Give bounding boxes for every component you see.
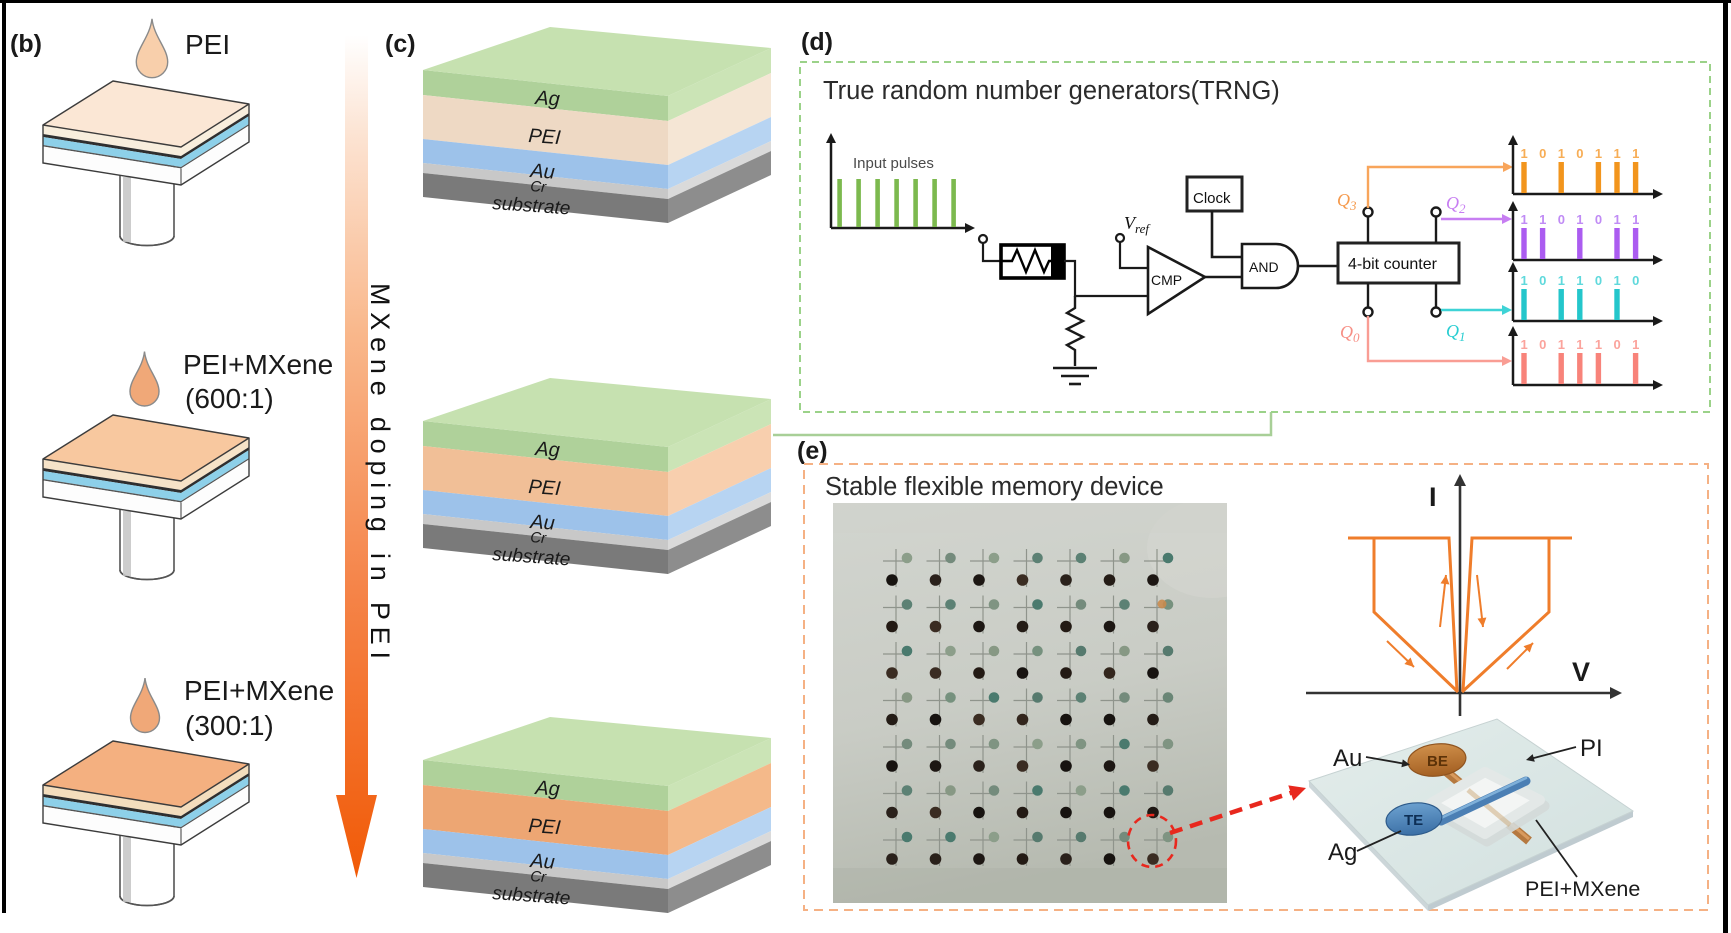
- svg-text:0: 0: [1558, 212, 1565, 227]
- svg-text:1: 1: [1521, 212, 1528, 227]
- svg-text:PEI: PEI: [528, 815, 562, 839]
- svg-text:Au: Au: [529, 160, 556, 184]
- svg-text:Q0: Q0: [1340, 322, 1360, 345]
- svg-text:1: 1: [1632, 146, 1639, 161]
- svg-text:Au: Au: [529, 850, 556, 874]
- svg-text:PEI: PEI: [185, 29, 230, 60]
- svg-text:0: 0: [1595, 212, 1602, 227]
- svg-text:1: 1: [1614, 273, 1621, 288]
- svg-text:(300:1): (300:1): [185, 710, 274, 741]
- svg-text:PEI+MXene: PEI+MXene: [183, 349, 333, 380]
- svg-text:(d): (d): [801, 28, 833, 56]
- svg-text:Ag: Ag: [534, 438, 561, 462]
- svg-text:Cr: Cr: [530, 868, 548, 886]
- svg-text:substrate: substrate: [492, 193, 571, 219]
- svg-text:Q3: Q3: [1337, 190, 1357, 213]
- svg-text:Vref: Vref: [1124, 213, 1151, 236]
- svg-text:0: 0: [1539, 273, 1546, 288]
- svg-text:1: 1: [1558, 337, 1565, 352]
- svg-text:MXene doping in PEI: MXene doping in PEI: [365, 283, 395, 659]
- svg-text:TE: TE: [1404, 812, 1423, 829]
- svg-text:AND: AND: [1249, 259, 1279, 275]
- svg-text:Input pulses: Input pulses: [853, 155, 934, 172]
- svg-text:Ag: Ag: [534, 777, 561, 801]
- svg-text:4-bit counter: 4-bit counter: [1348, 256, 1438, 273]
- svg-text:Ag: Ag: [534, 87, 561, 111]
- svg-text:PEI: PEI: [528, 476, 562, 500]
- svg-text:0: 0: [1539, 337, 1546, 352]
- svg-text:Clock: Clock: [1193, 190, 1231, 207]
- svg-text:V: V: [1572, 657, 1590, 687]
- svg-text:1: 1: [1558, 146, 1565, 161]
- svg-text:1: 1: [1558, 273, 1565, 288]
- svg-text:Au: Au: [1333, 745, 1362, 772]
- svg-text:1: 1: [1614, 212, 1621, 227]
- svg-text:1: 1: [1539, 212, 1546, 227]
- svg-text:PEI+MXene: PEI+MXene: [184, 675, 334, 706]
- svg-text:(b): (b): [10, 30, 42, 58]
- svg-text:Q1: Q1: [1446, 321, 1466, 344]
- svg-text:Au: Au: [529, 511, 556, 535]
- svg-text:1: 1: [1521, 273, 1528, 288]
- svg-text:1: 1: [1595, 146, 1602, 161]
- svg-text:True random number generators(: True random number generators(TRNG): [823, 77, 1280, 105]
- svg-text:1: 1: [1521, 337, 1528, 352]
- svg-text:1: 1: [1595, 337, 1602, 352]
- svg-text:1: 1: [1632, 337, 1639, 352]
- svg-text:Stable flexible memory device: Stable flexible memory device: [825, 473, 1164, 501]
- svg-text:substrate: substrate: [492, 544, 571, 570]
- svg-text:1: 1: [1521, 146, 1528, 161]
- svg-text:0: 0: [1539, 146, 1546, 161]
- svg-text:I: I: [1429, 482, 1437, 512]
- svg-text:CMP: CMP: [1151, 272, 1182, 288]
- svg-text:PI: PI: [1580, 735, 1603, 762]
- svg-text:0: 0: [1614, 337, 1621, 352]
- svg-text:substrate: substrate: [492, 883, 571, 909]
- svg-text:PEI+MXene: PEI+MXene: [1525, 877, 1640, 901]
- svg-text:1: 1: [1576, 273, 1583, 288]
- svg-text:1: 1: [1576, 212, 1583, 227]
- svg-text:0: 0: [1632, 273, 1639, 288]
- svg-text:(c): (c): [385, 30, 416, 58]
- svg-text:1: 1: [1614, 146, 1621, 161]
- svg-text:1: 1: [1576, 337, 1583, 352]
- svg-text:(e): (e): [797, 437, 828, 465]
- svg-text:Cr: Cr: [530, 529, 548, 547]
- svg-text:BE: BE: [1427, 753, 1448, 770]
- svg-text:1: 1: [1632, 212, 1639, 227]
- svg-text:(600:1): (600:1): [185, 383, 274, 414]
- svg-text:Cr: Cr: [530, 178, 548, 196]
- svg-text:Q2: Q2: [1446, 193, 1466, 216]
- svg-text:0: 0: [1595, 273, 1602, 288]
- svg-text:Ag: Ag: [1328, 839, 1357, 866]
- svg-text:PEI: PEI: [528, 125, 562, 149]
- svg-text:0: 0: [1576, 146, 1583, 161]
